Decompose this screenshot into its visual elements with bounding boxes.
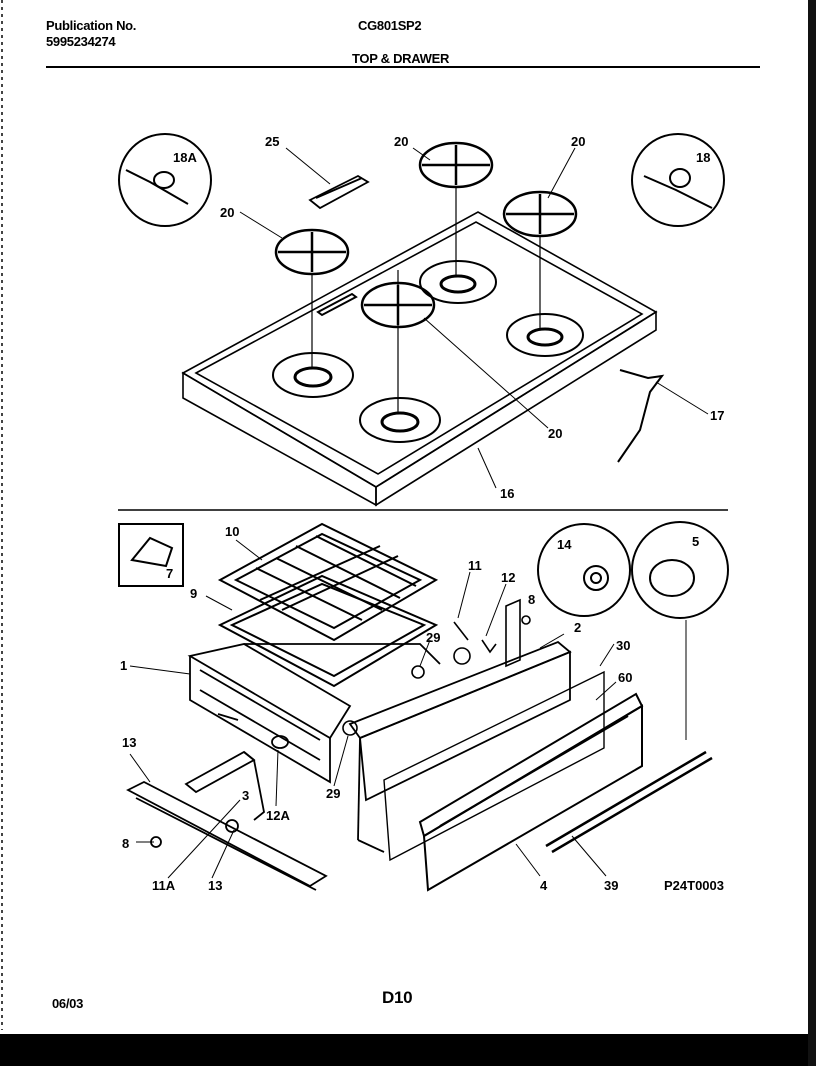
callout-leaders-bottom <box>129 539 687 879</box>
grate-leader-lines <box>311 187 541 412</box>
callout-13-lower: 13 <box>208 878 223 893</box>
figure-code: P24T0003 <box>664 878 724 893</box>
callout-14: 14 <box>557 537 572 552</box>
inset-7 <box>118 523 184 587</box>
vent-trim-part-25 <box>308 174 370 210</box>
callout-60: 60 <box>618 670 633 685</box>
callout-18A: 18A <box>173 150 197 165</box>
callout-13-upper: 13 <box>122 735 137 750</box>
callout-11: 11 <box>468 558 482 573</box>
callout-20-front: 20 <box>548 426 563 441</box>
callout-5: 5 <box>692 534 700 549</box>
callout-12A: 12A <box>266 808 290 823</box>
inset-5 <box>631 521 729 619</box>
small-parts-cluster <box>342 598 531 736</box>
callout-4: 4 <box>540 878 548 893</box>
inset-18A <box>118 133 212 227</box>
callout-39: 39 <box>604 878 619 893</box>
callout-25: 25 <box>265 134 280 149</box>
drawer-front-part-4 <box>418 692 644 892</box>
callout-8-top: 8 <box>528 592 536 607</box>
insulation-part-30 <box>383 670 605 862</box>
publication-number: 5995234274 <box>46 34 116 49</box>
footer-page: D10 <box>382 988 413 1007</box>
footer-date: 06/03 <box>52 996 84 1011</box>
drawer-rail-part-13 <box>126 713 328 891</box>
callout-29-upper: 29 <box>426 630 441 645</box>
callout-9: 9 <box>190 586 198 601</box>
burner-grate-20-left <box>274 228 350 276</box>
cooktop-part-16 <box>181 211 658 507</box>
section-title: TOP & DRAWER <box>352 51 450 66</box>
broiler-pan-insert-part-10 <box>217 522 439 642</box>
broiler-pan-part-9 <box>217 574 439 688</box>
drawer-frame-part-1 <box>187 643 441 784</box>
callout-16: 16 <box>500 486 515 501</box>
callout-3: 3 <box>242 788 250 803</box>
publication-label: Publication No. <box>46 18 137 33</box>
inset-18 <box>631 133 725 227</box>
scan-edge-right <box>808 0 816 1066</box>
callout-30: 30 <box>616 638 631 653</box>
callout-2: 2 <box>574 620 582 635</box>
callout-10: 10 <box>225 524 240 539</box>
burner-grate-20-right <box>502 190 578 238</box>
model-number: CG801SP2 <box>358 18 422 33</box>
drawer-panel-part-2 <box>348 640 572 853</box>
drawer-handle-part-39 <box>545 750 713 854</box>
scan-edge-bottom <box>0 1034 816 1066</box>
wire-bracket-part-17 <box>617 369 665 463</box>
callout-18: 18 <box>696 150 711 165</box>
callout-20-back: 20 <box>394 134 409 149</box>
callout-8-lower: 8 <box>122 836 130 851</box>
callout-1: 1 <box>120 658 128 673</box>
burner-grate-20-back-center <box>418 141 494 189</box>
callout-7: 7 <box>166 566 174 581</box>
inset-14 <box>537 523 631 617</box>
callout-17: 17 <box>710 408 725 423</box>
callout-12: 12 <box>501 570 516 585</box>
callout-20-left: 20 <box>220 205 235 220</box>
callout-leaders-top <box>239 147 709 489</box>
callout-20-right: 20 <box>571 134 586 149</box>
callout-11A: 11A <box>152 878 176 893</box>
callout-29-lower: 29 <box>326 786 341 801</box>
